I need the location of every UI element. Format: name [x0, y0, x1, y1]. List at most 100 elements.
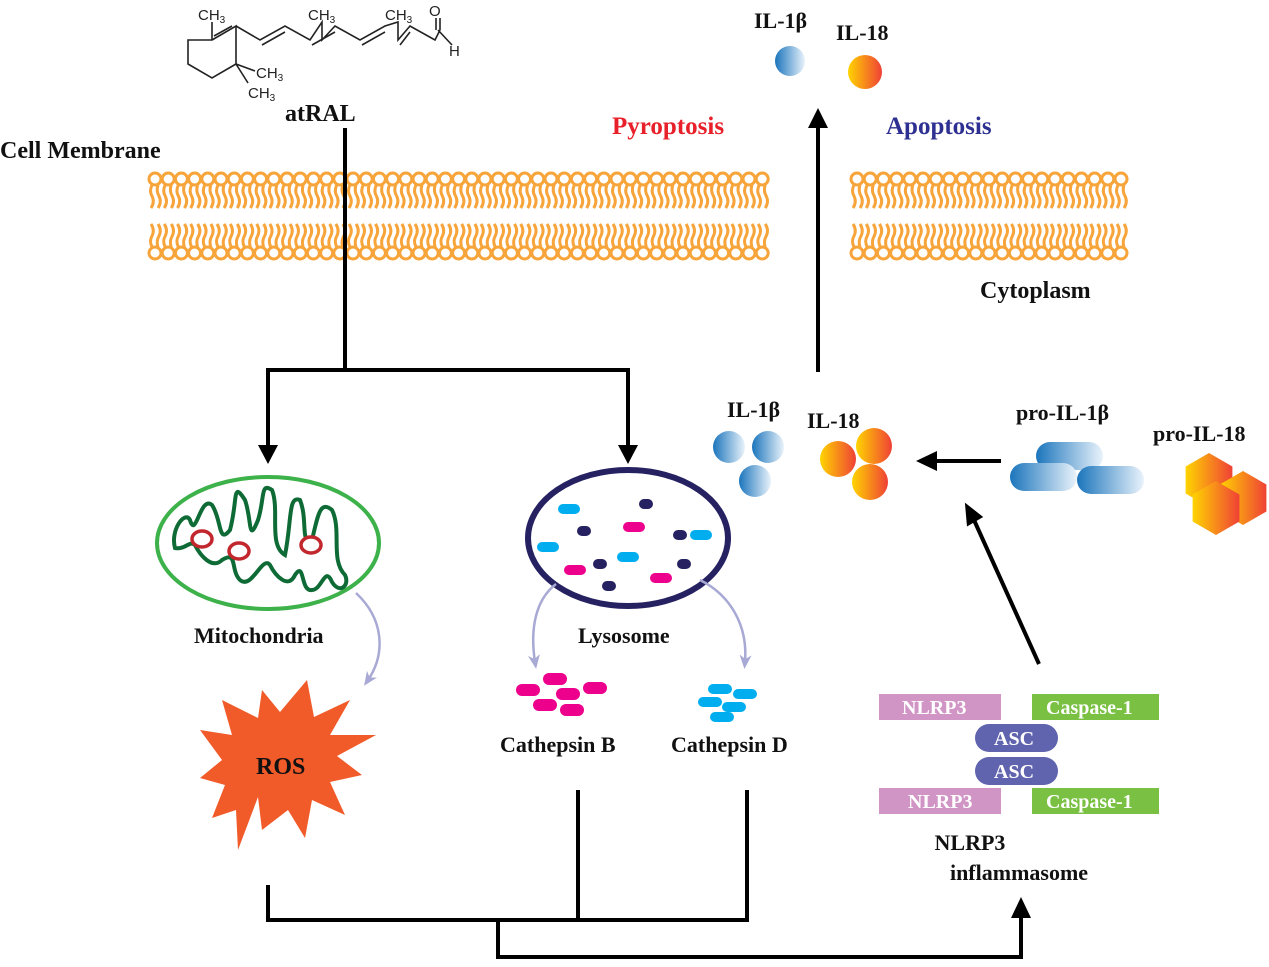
- lipid-top: [147, 171, 163, 210]
- lysosome-contents: [537, 499, 712, 591]
- mitochondria-icon: [155, 475, 381, 611]
- lipid-top: [292, 171, 308, 210]
- cathepsin-d-molecule: [722, 702, 746, 712]
- il18-released-label: IL-18: [836, 20, 889, 45]
- lipid-top: [530, 171, 546, 210]
- lipid-bottom: [981, 222, 997, 261]
- lipid-bottom: [451, 222, 467, 261]
- pro-il1b-label: pro-IL-1β: [1016, 400, 1109, 425]
- release-arrow-head-icon: [808, 108, 828, 128]
- hydrogen-label: H: [449, 43, 460, 60]
- lipid-top: [662, 171, 678, 210]
- atral-pathway-connector: [266, 128, 630, 448]
- lipid-top: [928, 171, 944, 210]
- lipid-top: [728, 171, 744, 210]
- lipid-top: [319, 171, 335, 210]
- lipid-bottom: [424, 222, 440, 261]
- lipid-top: [253, 171, 269, 210]
- lipid-top: [862, 171, 878, 210]
- lipid-bottom: [688, 222, 704, 261]
- mitochondria-dot: [227, 541, 251, 561]
- oxygen-label: O: [429, 3, 441, 20]
- lipid-bottom: [253, 222, 269, 261]
- lipid-bottom: [292, 222, 308, 261]
- lipid-bottom: [1007, 222, 1023, 261]
- lipid-top: [1087, 171, 1103, 210]
- lipid-bottom: [266, 222, 282, 261]
- lipid-top: [226, 171, 242, 210]
- il18-molecule: [856, 428, 892, 464]
- lipid-top: [1047, 171, 1063, 210]
- lipid-top: [200, 171, 216, 210]
- lysosome-enzyme: [639, 499, 653, 509]
- nlrp3-bottom-box: [879, 788, 1001, 814]
- pro-il1b-rod: [1077, 466, 1144, 494]
- lipid-bottom: [371, 222, 387, 261]
- pro-il18-cluster-icon: [1185, 453, 1267, 535]
- ros-cathepsin-merge-line: [266, 790, 749, 922]
- lipid-bottom: [437, 222, 453, 261]
- lipid-bottom: [635, 222, 651, 261]
- lysosome-enzyme: [677, 559, 691, 569]
- cell-membrane-label: Cell Membrane: [0, 138, 161, 164]
- lipid-bottom: [1100, 222, 1116, 261]
- lysosome-enzyme: [602, 581, 616, 591]
- lipid-top: [424, 171, 440, 210]
- mitochondria-cristae: [172, 486, 349, 592]
- lipid-bottom: [1073, 222, 1089, 261]
- lipid-bottom: [754, 222, 770, 261]
- lipid-bottom: [319, 222, 335, 261]
- il18-molecule: [820, 441, 856, 477]
- cathepsin-b-molecule: [543, 673, 567, 685]
- nlrp3-top-label: NLRP3: [902, 697, 966, 719]
- il1b-molecule: [739, 465, 771, 497]
- lipid-bottom: [358, 222, 374, 261]
- lipid-bottom: [715, 222, 731, 261]
- lipid-bottom: [200, 222, 216, 261]
- lipid-top: [688, 171, 704, 210]
- lipid-top: [994, 171, 1010, 210]
- lipid-top: [715, 171, 731, 210]
- aldehyde-h-bond: [437, 29, 453, 46]
- lysosome-enzyme: [650, 573, 672, 583]
- methyl-label: CH3: [308, 7, 336, 26]
- caspase1-top-label: Caspase-1: [1046, 697, 1133, 719]
- lipid-top: [490, 171, 506, 210]
- cathepsin-b-molecule: [533, 699, 557, 711]
- lipid-top: [889, 171, 905, 210]
- cathepsin-d-label: Cathepsin D: [671, 732, 788, 757]
- cytoplasm-label: Cytoplasm: [980, 278, 1091, 304]
- lipid-bottom: [596, 222, 612, 261]
- lipid-top: [556, 171, 572, 210]
- nlrp3-inflammasome-complex: NLRP3 Caspase-1 ASC ASC NLRP3 Caspase-1: [879, 694, 1159, 814]
- lipid-top: [849, 171, 865, 210]
- lysosome-enzyme: [564, 565, 586, 575]
- lipid-bottom: [622, 222, 638, 261]
- lipid-top: [609, 171, 625, 210]
- lipid-top: [1113, 171, 1129, 210]
- cathepsin-b-molecule: [583, 682, 607, 694]
- asc-bottom-label: ASC: [994, 761, 1034, 783]
- pro-il18-label: pro-IL-18: [1153, 421, 1246, 446]
- cathepsin-d-molecule: [708, 684, 732, 694]
- lipid-top: [583, 171, 599, 210]
- lipid-bottom: [741, 222, 757, 261]
- lipid-bottom: [226, 222, 242, 261]
- lipid-top: [345, 171, 361, 210]
- lipid-top: [915, 171, 931, 210]
- lysosome-icon: [525, 467, 731, 609]
- arrow-to-lysosome-icon: [618, 445, 638, 464]
- cathepsin-d-molecule: [733, 689, 757, 699]
- lipid-top: [675, 171, 691, 210]
- lipid-top: [902, 171, 918, 210]
- lipid-bottom: [1034, 222, 1050, 261]
- lipid-bottom: [583, 222, 599, 261]
- lipid-top: [160, 171, 176, 210]
- double-bond: [261, 31, 286, 46]
- lipid-bottom: [490, 222, 506, 261]
- atral-structure-icon: [187, 18, 453, 84]
- apoptosis-label: Apoptosis: [886, 113, 992, 140]
- lipid-top: [1073, 171, 1089, 210]
- cathepsin-b-label: Cathepsin B: [500, 732, 616, 757]
- lipid-top: [635, 171, 651, 210]
